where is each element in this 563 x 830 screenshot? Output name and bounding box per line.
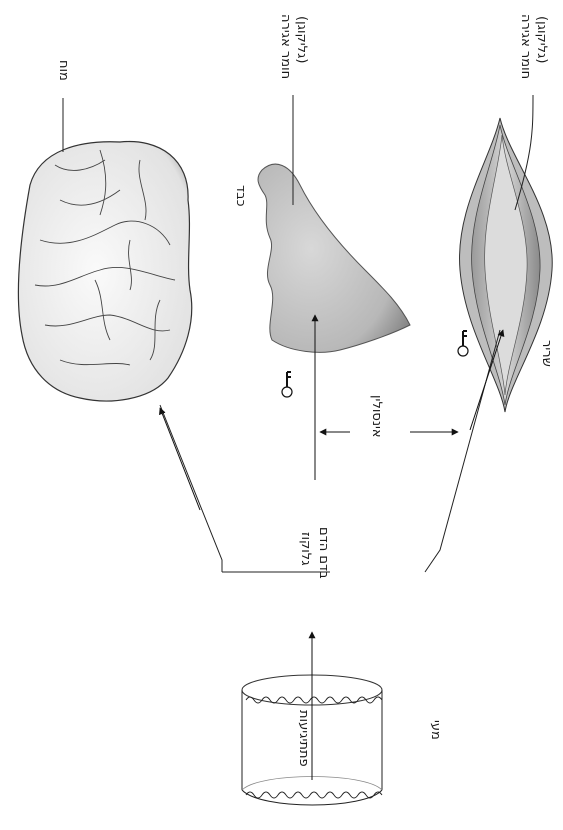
- glucose-label-line1: גלוקוז: [298, 532, 313, 566]
- liver-key-icon: [282, 372, 292, 397]
- insulin-label: אינסולין: [369, 395, 384, 438]
- glucose-label-line2: בדם הדם: [316, 527, 331, 579]
- muscle: [460, 118, 553, 412]
- brain-label: מוח: [56, 60, 71, 81]
- muscle-key-icon: [458, 331, 468, 356]
- liver-label: כבד: [233, 185, 248, 207]
- liver: [258, 164, 410, 352]
- muscle-glycogen-label-line2: (גליקוגן): [534, 16, 549, 63]
- brain: [18, 142, 191, 401]
- villi-label: פתתיגיעות: [296, 710, 311, 767]
- intestine-label: מעי: [428, 720, 443, 740]
- liver-glycogen-label-line2: (גליקוגן): [294, 16, 309, 63]
- arrow-to-brain: [160, 408, 200, 510]
- liver-glycogen-label-line1: חומר אגירה: [278, 14, 293, 79]
- muscle-glycogen-label-line1: חומר אגירה: [518, 14, 533, 79]
- muscle-label: שריר: [539, 340, 554, 367]
